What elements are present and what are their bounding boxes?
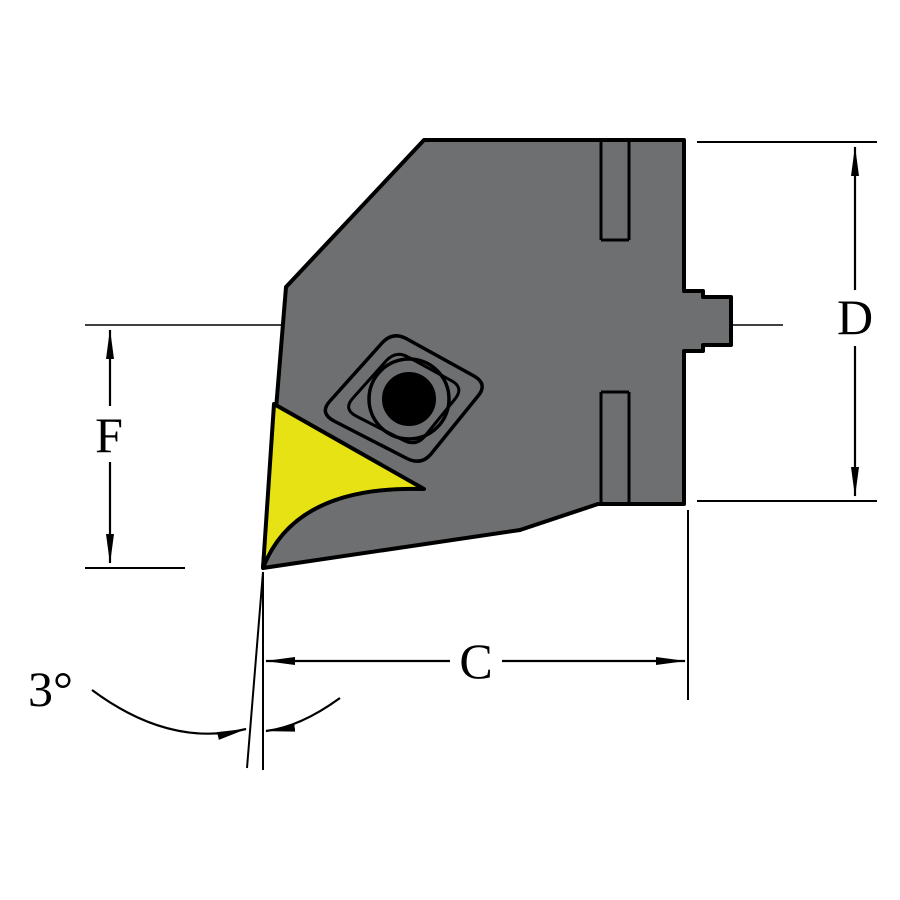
tool-body-outline xyxy=(261,138,733,570)
angle-leader-right xyxy=(265,697,341,733)
insert-pocket-outline xyxy=(323,334,484,463)
dim-f-label: F xyxy=(95,407,123,463)
insert-face-outline xyxy=(347,352,461,445)
screw-hole xyxy=(382,372,436,426)
angle-label: 3° xyxy=(28,661,73,717)
cutting-insert xyxy=(261,402,426,570)
screw-hole-ring xyxy=(367,357,451,441)
dim-c-label: C xyxy=(459,633,492,689)
dim-d-label: D xyxy=(837,289,873,345)
angle-leader-left xyxy=(91,689,247,740)
angle-edge-line xyxy=(246,571,264,769)
